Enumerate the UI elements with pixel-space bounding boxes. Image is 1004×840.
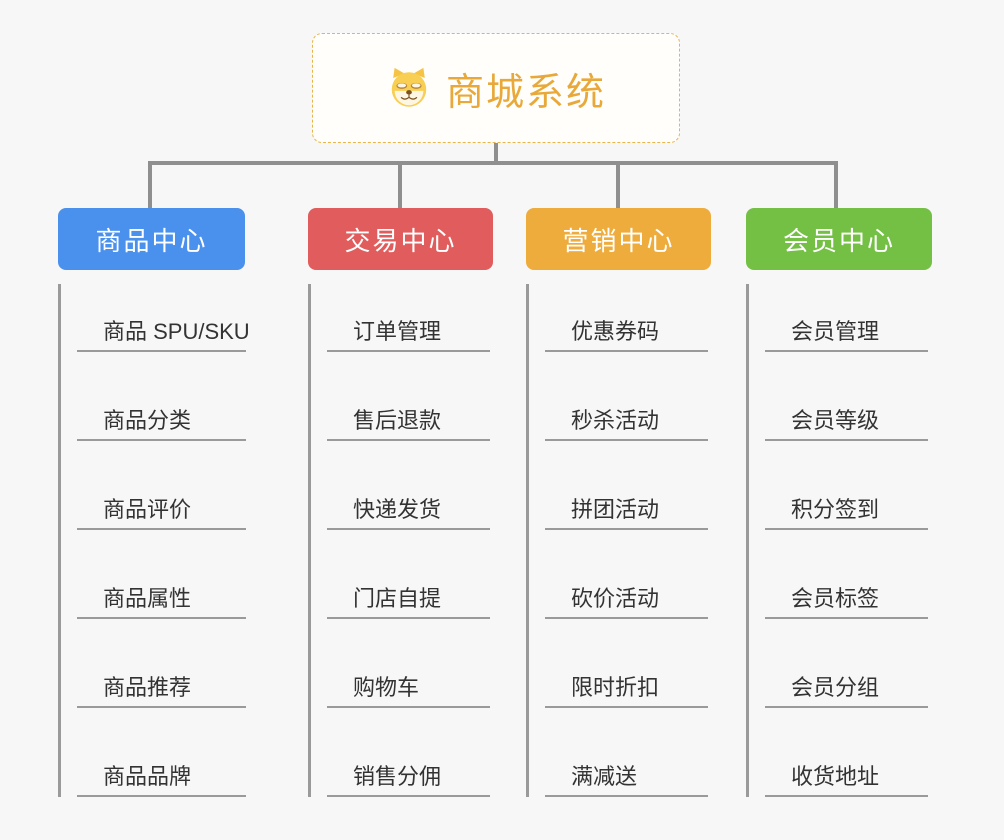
list-item-label: 满减送 [571, 763, 638, 789]
list-item[interactable]: 销售分佣 [327, 708, 490, 797]
list-item-label: 限时折扣 [571, 674, 660, 700]
list-item[interactable]: 售后退款 [327, 352, 490, 441]
dog-face-icon [386, 65, 432, 111]
list-item-label: 秒杀活动 [571, 407, 660, 433]
list-item[interactable]: 快递发货 [327, 441, 490, 530]
branch-column-4: 会员中心 会员管理 会员等级 积分签到 会员标签 会员分组 收货地址 [746, 208, 932, 797]
list-item[interactable]: 门店自提 [327, 530, 490, 619]
list-item-label: 门店自提 [353, 585, 442, 611]
branch-header-3[interactable]: 营销中心 [526, 208, 711, 270]
root-title: 商城系统 [445, 71, 606, 114]
list-item-label: 积分签到 [791, 496, 880, 522]
list-item[interactable]: 订单管理 [327, 284, 490, 352]
list-item-label: 快递发货 [353, 496, 442, 522]
list-item-label: 销售分佣 [353, 763, 442, 789]
branch-column-2: 交易中心 订单管理 售后退款 快递发货 门店自提 购物车 销售分佣 [308, 208, 493, 797]
list-item-label: 订单管理 [353, 318, 442, 344]
connector-horizontal-bus [148, 161, 838, 165]
list-item[interactable]: 会员分组 [765, 619, 928, 708]
list-item[interactable]: 限时折扣 [545, 619, 708, 708]
list-item[interactable]: 会员管理 [765, 284, 928, 352]
list-item[interactable]: 会员标签 [765, 530, 928, 619]
connector-root-stem [494, 143, 498, 165]
list-item[interactable]: 收货地址 [765, 708, 928, 797]
root-node[interactable]: 商城系统 [312, 33, 680, 143]
branch-items-1: 商品 SPU/SKU 商品分类 商品评价 商品属性 商品推荐 商品品牌 [58, 284, 250, 797]
list-item[interactable]: 商品推荐 [77, 619, 246, 708]
list-item[interactable]: 商品 SPU/SKU [77, 284, 250, 352]
list-item-label: 拼团活动 [571, 496, 660, 522]
list-item[interactable]: 商品分类 [77, 352, 246, 441]
list-item-label: 会员管理 [791, 318, 880, 344]
list-item[interactable]: 商品品牌 [77, 708, 246, 797]
branch-header-1[interactable]: 商品中心 [58, 208, 245, 270]
list-item-label: 收货地址 [791, 763, 880, 789]
list-item-label: 优惠券码 [571, 318, 660, 344]
list-item[interactable]: 拼团活动 [545, 441, 708, 530]
list-item-label: 会员标签 [791, 585, 880, 611]
list-item[interactable]: 会员等级 [765, 352, 928, 441]
list-item-label: 商品评价 [103, 496, 192, 522]
branch-items-2: 订单管理 售后退款 快递发货 门店自提 购物车 销售分佣 [308, 284, 493, 797]
list-item[interactable]: 砍价活动 [545, 530, 708, 619]
list-item-label: 砍价活动 [571, 585, 660, 611]
list-item-label: 商品分类 [103, 407, 192, 433]
branch-header-2[interactable]: 交易中心 [308, 208, 493, 270]
list-item[interactable]: 积分签到 [765, 441, 928, 530]
list-item-label: 商品属性 [103, 585, 192, 611]
connector-drop-1 [148, 161, 152, 208]
list-item[interactable]: 购物车 [327, 619, 490, 708]
branch-items-3: 优惠券码 秒杀活动 拼团活动 砍价活动 限时折扣 满减送 [526, 284, 711, 797]
list-item-label: 商品品牌 [103, 763, 192, 789]
branch-items-4: 会员管理 会员等级 积分签到 会员标签 会员分组 收货地址 [746, 284, 932, 797]
connector-drop-2 [398, 161, 402, 208]
list-item-label: 会员等级 [791, 407, 880, 433]
list-item[interactable]: 满减送 [545, 708, 708, 797]
list-item[interactable]: 商品评价 [77, 441, 246, 530]
branch-column-3: 营销中心 优惠券码 秒杀活动 拼团活动 砍价活动 限时折扣 满减送 [526, 208, 711, 797]
list-item-label: 商品推荐 [103, 674, 192, 700]
list-item-label: 会员分组 [791, 674, 880, 700]
list-item-label: 商品 SPU/SKU [103, 318, 250, 344]
list-item[interactable]: 商品属性 [77, 530, 246, 619]
connector-drop-4 [834, 161, 838, 208]
connector-drop-3 [616, 161, 620, 208]
branch-column-1: 商品中心 商品 SPU/SKU 商品分类 商品评价 商品属性 商品推荐 商品品牌 [58, 208, 250, 797]
branch-header-4[interactable]: 会员中心 [746, 208, 932, 270]
list-item[interactable]: 优惠券码 [545, 284, 708, 352]
list-item-label: 售后退款 [353, 407, 442, 433]
list-item-label: 购物车 [353, 674, 420, 700]
list-item[interactable]: 秒杀活动 [545, 352, 708, 441]
